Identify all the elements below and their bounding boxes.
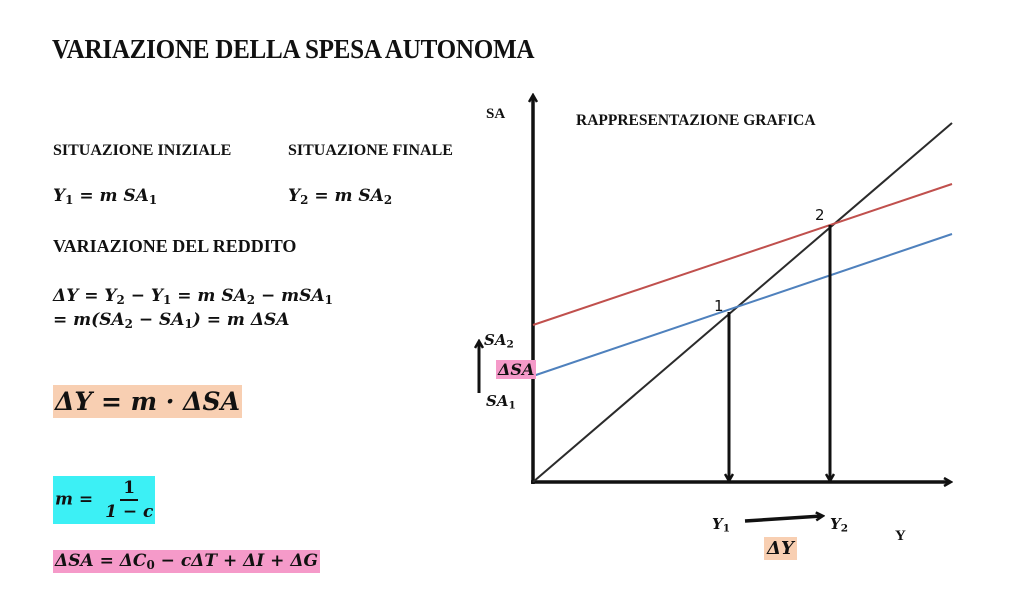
initial-situation-header: SITUAZIONE INIZIALE [53,142,232,159]
y2-label: Y2 [830,515,848,535]
equilibrium-point-2: 2 [815,206,825,224]
eq-sub: 2 [124,316,133,331]
label-sub: 1 [722,522,731,535]
sa1-label: SA1 [486,392,516,412]
delta-y-derivation-line2: = m(SA2 − SA1) = m ΔSA [53,310,289,331]
eq-term: Y [53,186,66,206]
eq-term: = m SA [73,186,149,206]
eq-term: − Y [124,286,164,306]
eq-term: ΔSA = ΔC [55,551,147,571]
eq-sub: 2 [383,192,393,207]
label-sub: 2 [506,338,514,351]
y1-label: Y1 [712,515,730,535]
y-axis-label: SA [486,106,506,122]
eq-term: ) = m ΔSA [192,310,290,330]
page-title: VARIAZIONE DELLA SPESA AUTONOMA [52,34,535,64]
eq-term: = m(SA [53,310,125,330]
final-situation-header: SITUAZIONE FINALE [288,142,453,159]
income-variation-header: VARIAZIONE DEL REDDITO [53,236,297,256]
eq-sub: 2 [300,192,309,207]
label-text: Y [712,515,723,533]
final-equation: Y2 = m SA2 [288,186,392,207]
eq-sub: 1 [148,192,158,207]
sa2-label: SA2 [484,331,514,351]
line-45-degree [532,122,953,483]
eq-term: ΔY = Y [53,286,117,306]
label-text: SA [484,331,507,349]
eq-term: − cΔT + ΔI + ΔG [154,551,319,571]
eq-term: = m SA [171,286,247,306]
label-text: SA [486,392,509,410]
label-sub: 2 [840,522,849,535]
label-text: Y [830,515,841,533]
y-increase-arrow [744,516,822,523]
eq-term: − mSA [255,286,325,306]
eq-sub: 2 [246,292,256,307]
fraction-denominator: 1 − c [105,502,154,522]
initial-equation: Y1 = m SA1 [53,186,157,207]
line-sa2-red [532,183,953,326]
fraction-numerator: 1 [120,478,139,501]
autonomous-spending-formula: ΔSA = ΔC0 − cΔT + ΔI + ΔG [53,550,321,573]
eq-sub: 1 [184,316,193,331]
line-sa1-blue [532,233,953,377]
eq-term: − SA [132,310,185,330]
delta-y-label: ΔY [764,537,797,560]
eq-term: = m SA [308,186,384,206]
key-equation-highlight: ΔY = m · ΔSA [53,385,243,418]
delta-sa-label: ΔSA [496,360,537,379]
equilibrium-point-1: 1 [714,297,724,315]
eq-sub: 1 [163,292,172,307]
eq-sub: 1 [65,192,74,207]
label-sub: 1 [508,399,516,412]
eq-sub: 0 [146,557,155,572]
eq-sub: 1 [324,292,333,307]
eq-term: Y [288,186,301,206]
delta-y-derivation-line1: ΔY = Y2 − Y1 = m SA2 − mSA1 [53,286,333,307]
chart-title: RAPPRESENTAZIONE GRAFICA [576,112,816,129]
eq-sub: 2 [116,292,125,307]
multiplier-lhs: m = [55,489,100,510]
x-axis-label: Y [895,528,906,544]
